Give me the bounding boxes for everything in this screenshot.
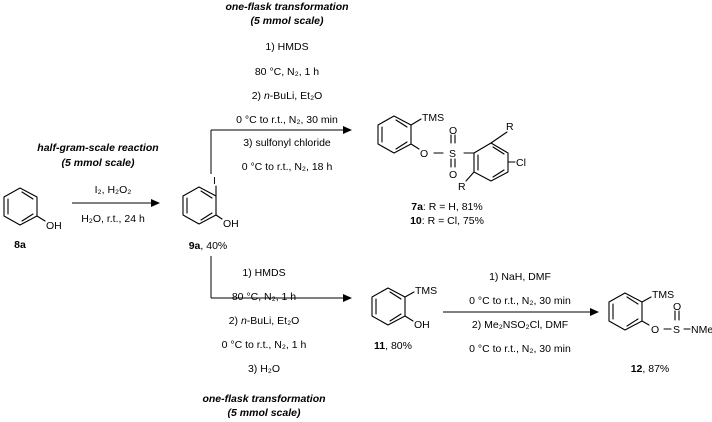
compound-7a-structure: TMS O S O O Cl R R: [377, 112, 526, 193]
atom-tms: TMS: [422, 112, 444, 124]
condition-line-3: 2) n-BuLi, Et₂O: [252, 90, 323, 102]
top-header-scale: (5 mmol scale): [251, 15, 324, 27]
arrow-sulfamoylation: [443, 308, 599, 316]
bottom-header-title: one-flask transformation: [202, 393, 325, 405]
condition-line-3: 2) n-BuLi, Et₂O: [229, 315, 300, 327]
atom-o: O: [651, 324, 659, 336]
condition-line-5: 3) H₂O: [248, 363, 280, 375]
atom-tms: TMS: [652, 289, 674, 301]
atom-oh: OH: [223, 218, 239, 230]
arrow-sulfonylation: [210, 126, 352, 174]
yield-12: , 87%: [642, 363, 669, 375]
iodination-reagents: I₂, H₂O₂: [95, 184, 132, 196]
arrow-iodination: [72, 199, 160, 207]
iodination-conditions: H₂O, r.t., 24 h: [81, 213, 145, 225]
condition-line-4: 0 °C to r.t., N₂, 30 min: [236, 114, 338, 126]
label-9a: 9a: [189, 240, 201, 252]
left-header-scale: (5 mmol scale): [62, 157, 135, 169]
arrow-silylation: [210, 256, 352, 302]
compound-11-structure: TMS OH: [371, 285, 437, 331]
sulfamoylation-conditions: 1) NaH, DMF 0 °C to r.t., N₂, 30 min 2) …: [469, 271, 571, 355]
condition-line-4: 0 °C to r.t., N₂, 30 min: [469, 343, 571, 355]
condition-line-2: 80 °C, N₂, 1 h: [232, 291, 296, 303]
condition-line-5: 3) sulfonyl chloride: [243, 137, 331, 149]
atom-cl: Cl: [516, 157, 526, 169]
compound-8a-label: 8a: [14, 239, 26, 251]
atom-r-top: R: [506, 121, 514, 133]
result-7a: : R = H, 81%: [423, 201, 483, 213]
compound-11-label: 11, 80%: [374, 340, 412, 352]
atom-nme2: NMe₂: [691, 324, 712, 336]
condition-line-4: 0 °C to r.t., N₂, 1 h: [222, 339, 307, 351]
atom-s: S: [449, 148, 456, 160]
atom-oh: OH: [414, 319, 430, 331]
top-header-title: one-flask transformation: [225, 1, 348, 13]
atom-o: O: [420, 148, 428, 160]
label-10: 10: [410, 215, 422, 227]
compound-8a-structure: OH: [3, 187, 62, 232]
compound-12-structure: TMS O S O O NMe₂: [608, 289, 712, 336]
label-7a: 7a: [411, 201, 423, 213]
compound-9a-structure: I OH: [182, 175, 239, 230]
atom-s: S: [673, 324, 680, 336]
condition-line-2: 0 °C to r.t., N₂, 30 min: [469, 295, 571, 307]
bottom-header-scale: (5 mmol scale): [228, 407, 301, 419]
condition-line-1: 1) HMDS: [265, 41, 308, 53]
atom-oh: OH: [46, 220, 62, 232]
sulfonylation-conditions: 1) HMDS 80 °C, N₂, 1 h 2) n-BuLi, Et₂O 0…: [236, 41, 338, 173]
condition-line-3: 2) Me₂NSO₂Cl, DMF: [472, 319, 568, 331]
condition-line-6: 0 °C to r.t., N₂, 18 h: [242, 161, 333, 173]
atom-r-bottom: R: [458, 181, 466, 193]
atom-tms: TMS: [415, 285, 437, 297]
yield-11: , 80%: [385, 340, 412, 352]
compound-12-label: 12, 87%: [631, 363, 670, 375]
atom-iodine: I: [213, 175, 216, 187]
atom-o-upper: O: [673, 301, 681, 313]
silylation-conditions: 1) HMDS 80 °C, N₂, 1 h 2) n-BuLi, Et₂O 0…: [222, 267, 307, 375]
label-12: 12: [631, 363, 643, 375]
compound-10-result: 10: R = Cl, 75%: [410, 215, 484, 227]
left-header-title: half-gram-scale reaction: [37, 142, 158, 154]
condition-line-1: 1) NaH, DMF: [489, 271, 551, 283]
condition-line-2: 80 °C, N₂, 1 h: [255, 66, 319, 78]
atom-o-lower: O: [449, 169, 457, 181]
atom-o-upper: O: [449, 125, 457, 137]
compound-7a-result: 7a: R = H, 81%: [411, 201, 483, 213]
result-10: : R = Cl, 75%: [422, 215, 484, 227]
compound-9a-label: 9a, 40%: [189, 240, 228, 252]
label-11: 11: [374, 340, 385, 352]
yield-9a: , 40%: [200, 240, 227, 252]
condition-line-1: 1) HMDS: [242, 267, 285, 279]
